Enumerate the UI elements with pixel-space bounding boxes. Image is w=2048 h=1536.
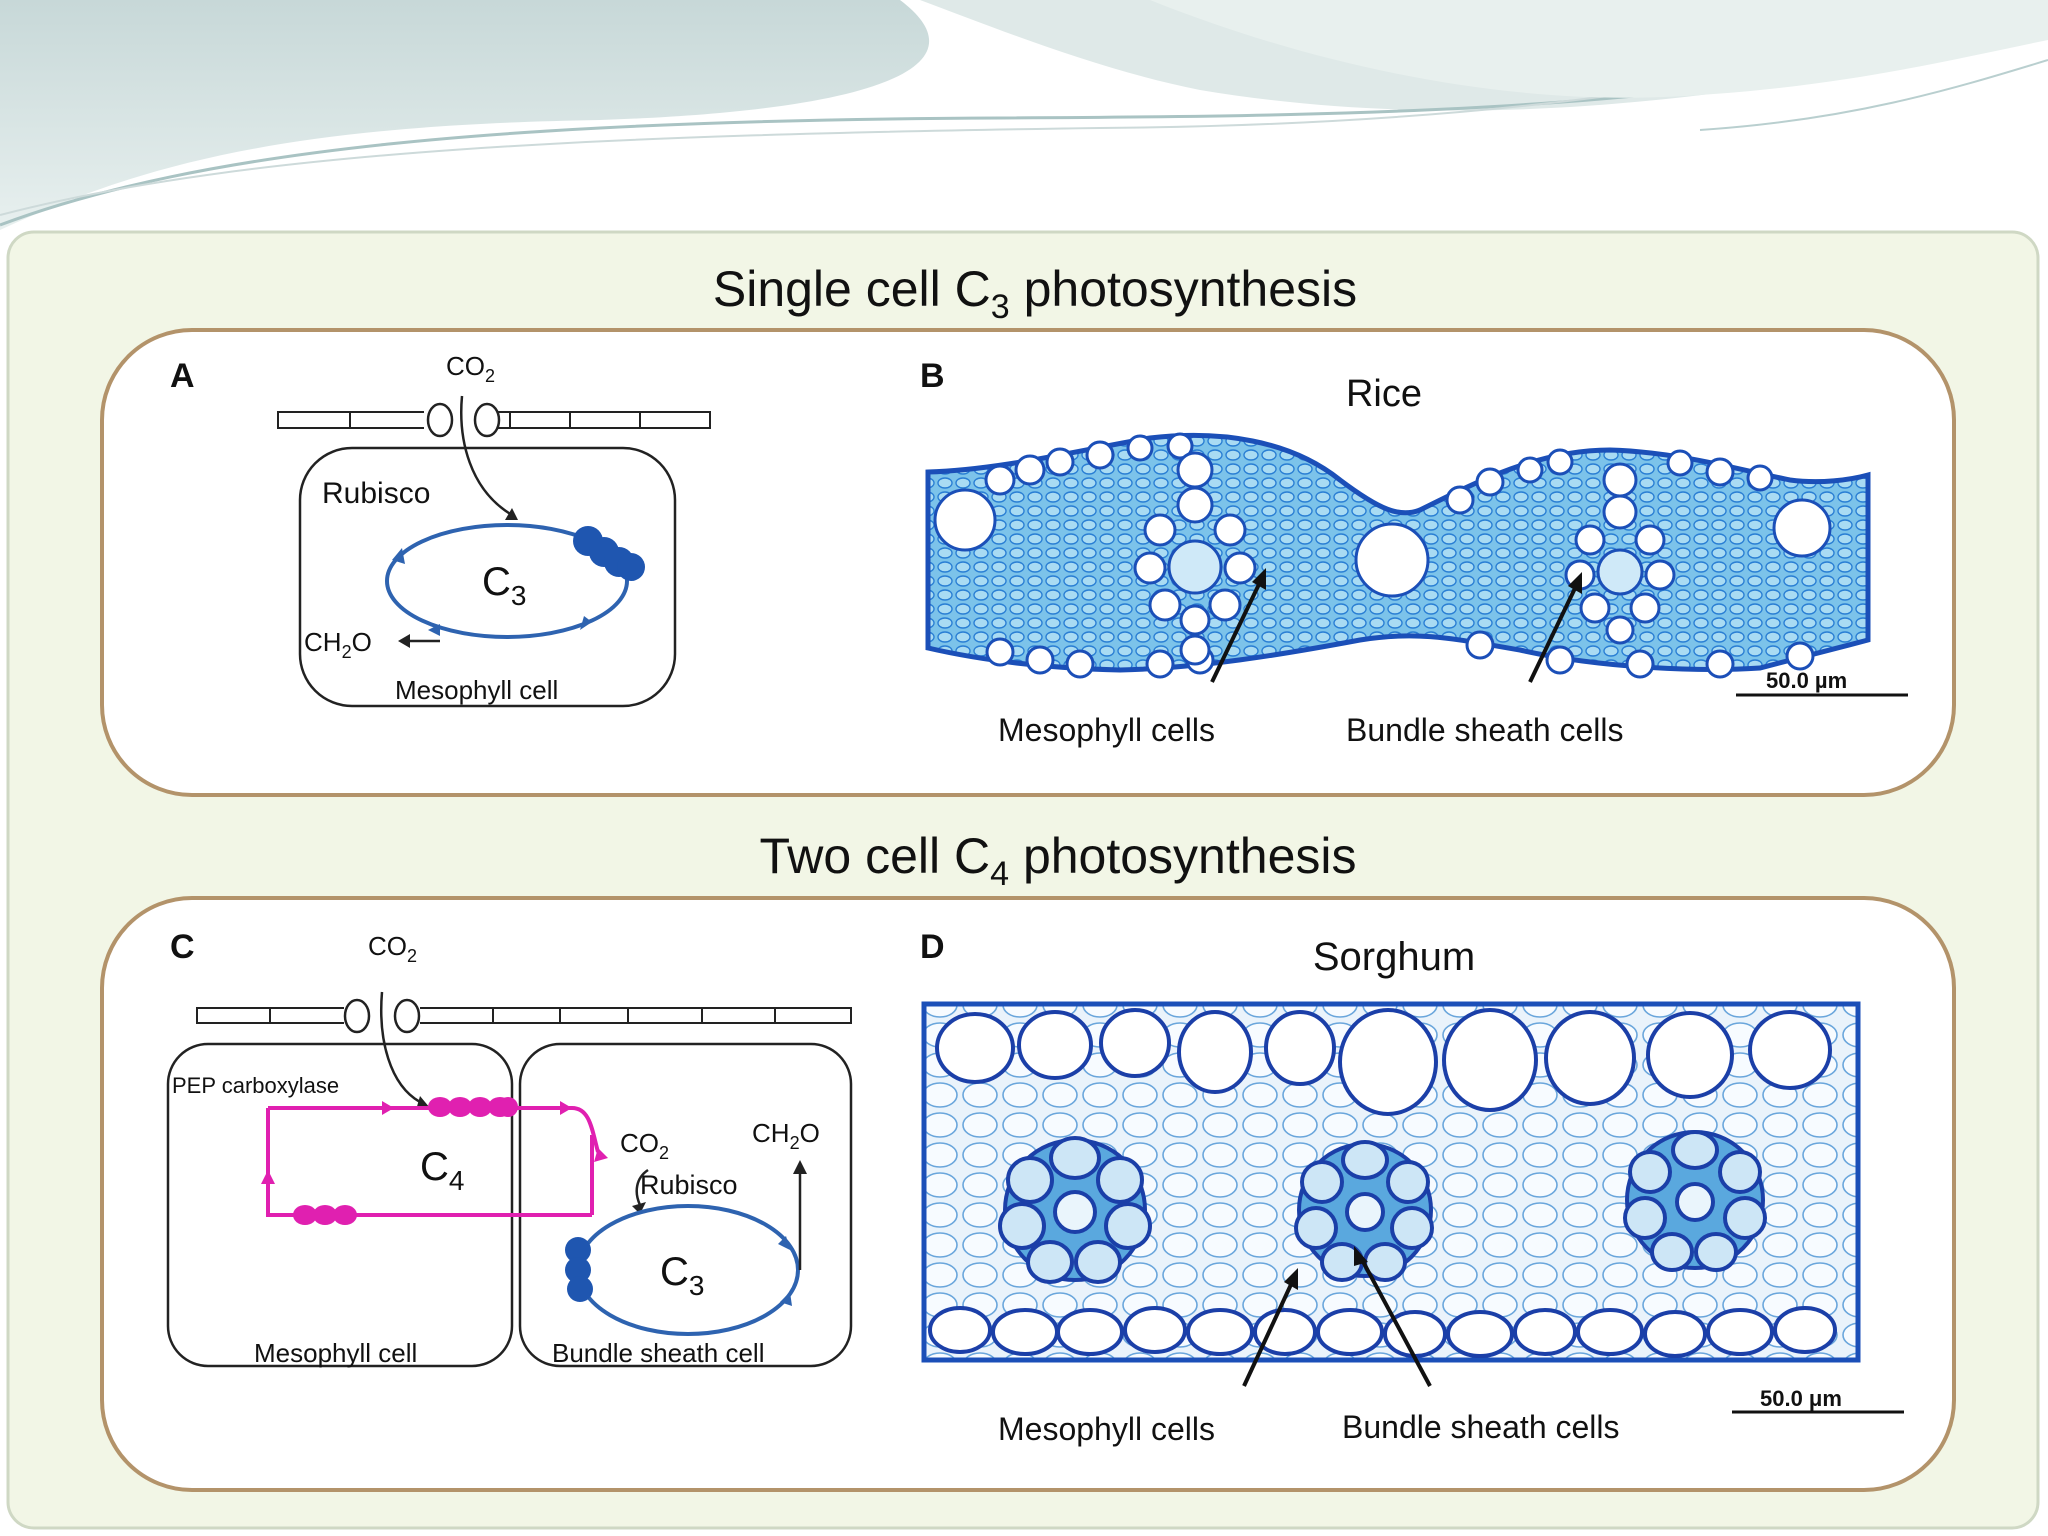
rice-title: Rice	[1346, 373, 1422, 415]
text-fragment: 2	[407, 946, 417, 966]
scale-label: 50.0 µm	[1766, 668, 1847, 693]
text-fragment: CH	[304, 627, 342, 657]
panel-a-diagram: A CO2 Rubisco	[170, 351, 711, 708]
co2-label: CO2	[368, 931, 417, 966]
ch2o-label: CH2O	[752, 1118, 820, 1153]
rubisco-enzyme-icon	[573, 526, 645, 581]
co2-entry-arrow	[460, 395, 513, 517]
pink-enzyme-icon	[293, 1205, 357, 1225]
header-wave-decoration	[0, 0, 2048, 230]
text-fragment: C	[482, 560, 511, 604]
sorghum-bundle-right	[1623, 1130, 1767, 1272]
text-fragment: CO	[446, 351, 485, 381]
text-fragment: 2	[790, 1133, 800, 1153]
arrowhead	[398, 634, 410, 648]
text-fragment: photosynthesis	[1010, 261, 1357, 317]
mesophyll-cells-label: Mesophyll cells	[998, 1411, 1215, 1447]
pep-carboxylase-enzyme-icon	[428, 1097, 518, 1117]
rubisco-label: Rubisco	[640, 1170, 738, 1200]
rubisco-label: Rubisco	[322, 477, 430, 510]
text-fragment: Single cell C	[713, 261, 991, 317]
arrowhead	[261, 1170, 275, 1184]
arrowhead	[793, 1160, 807, 1174]
panel-b-letter: B	[920, 357, 945, 395]
text-fragment: 3	[991, 288, 1010, 326]
panel-c-letter: C	[170, 928, 195, 966]
c4-cycle-label: C4	[420, 1145, 464, 1196]
ch2o-label: CH2O	[304, 627, 372, 662]
panel-b-micrograph: B Rice	[920, 357, 1908, 748]
text-fragment: C	[660, 1250, 689, 1294]
arrowhead	[1354, 1246, 1368, 1266]
bundle-sheath-cell-label: Bundle sheath cell	[552, 1338, 764, 1368]
text-fragment: O	[352, 627, 372, 657]
text-fragment: 2	[342, 642, 352, 662]
text-fragment: 4	[449, 1165, 465, 1196]
text-fragment: C	[420, 1145, 449, 1189]
sorghum-bundle-center	[1294, 1140, 1434, 1282]
arrowhead	[1284, 1268, 1298, 1290]
mesophyll-cell-shape	[166, 1042, 514, 1368]
panel-d-letter: D	[920, 928, 945, 966]
text-fragment: O	[800, 1118, 820, 1148]
mesophyll-pointer-arrow	[1242, 1277, 1296, 1387]
membrane-strip	[196, 1007, 852, 1024]
rubisco-enzyme-icon	[565, 1237, 593, 1302]
c3-cycle-label: C3	[482, 560, 526, 611]
mesophyll-cell-label: Mesophyll cell	[395, 675, 558, 705]
bottom-title: Two cell C4 photosynthesis	[760, 828, 1357, 893]
mesophyll-cells-label: Mesophyll cells	[998, 712, 1215, 748]
c4-shuttle-pathway	[266, 1106, 600, 1217]
text-fragment: 2	[485, 366, 495, 386]
c3-cycle-label: C3	[660, 1250, 704, 1301]
rice-vascular-bundle-left	[1133, 451, 1257, 666]
co2-label: CO2	[446, 351, 495, 386]
arrowhead	[632, 1202, 646, 1214]
panel-a-letter: A	[170, 357, 195, 395]
co2-entry-arrow	[380, 991, 421, 1104]
text-fragment: CO	[620, 1128, 659, 1158]
arrowhead	[560, 1101, 572, 1115]
text-fragment: 3	[511, 580, 527, 611]
rice-vascular-bundle-right	[1564, 462, 1676, 645]
c3-cycle-ring	[385, 523, 629, 639]
sorghum-bundle-left	[998, 1136, 1152, 1284]
rice-epidermis-cells	[933, 432, 1832, 679]
text-fragment: 2	[659, 1143, 669, 1163]
arrowhead	[382, 1101, 394, 1115]
scale-label: 50.0 μm	[1760, 1386, 1842, 1411]
arrowhead	[1568, 572, 1582, 594]
sorghum-title: Sorghum	[1313, 935, 1475, 979]
co2-to-rubisco-arrow	[635, 1168, 649, 1206]
cycle-arrowheads	[778, 1236, 792, 1306]
top-title: Single cell C3 photosynthesis	[713, 261, 1357, 326]
arrowhead	[1252, 568, 1266, 590]
text-fragment: CO	[368, 931, 407, 961]
co2-release-label: CO2	[620, 1128, 669, 1163]
sorghum-upper-epidermis	[935, 1008, 1832, 1116]
arrowhead	[594, 1148, 608, 1162]
arrowhead	[505, 508, 518, 520]
bundle-sheath-cells-label: Bundle sheath cells	[1342, 1409, 1620, 1445]
bundle-sheath-cells-label: Bundle sheath cells	[1346, 712, 1624, 748]
text-fragment: 4	[990, 855, 1009, 893]
panel-d-micrograph: D Sorghum	[920, 928, 1904, 1447]
bundle-sheath-pointer-arrow	[1358, 1255, 1432, 1387]
mesophyll-cell-shape	[298, 446, 677, 708]
text-fragment: CH	[752, 1118, 790, 1148]
stomata-icon	[424, 402, 501, 438]
mesophyll-cell-label: Mesophyll cell	[254, 1338, 417, 1368]
bundle-sheath-pointer-arrow	[1528, 581, 1580, 683]
mesophyll-pointer-arrow	[1210, 577, 1264, 683]
text-fragment: photosynthesis	[1009, 828, 1356, 884]
cycle-arrowheads	[392, 548, 592, 636]
sorghum-lower-epidermis	[928, 1306, 1837, 1358]
text-fragment: Two cell C	[760, 828, 991, 884]
panel-c-diagram: C CO2 PEP carboxylase	[166, 928, 853, 1368]
text-fragment: 3	[689, 1270, 705, 1301]
pep-carboxylase-label: PEP carboxylase	[172, 1073, 339, 1098]
